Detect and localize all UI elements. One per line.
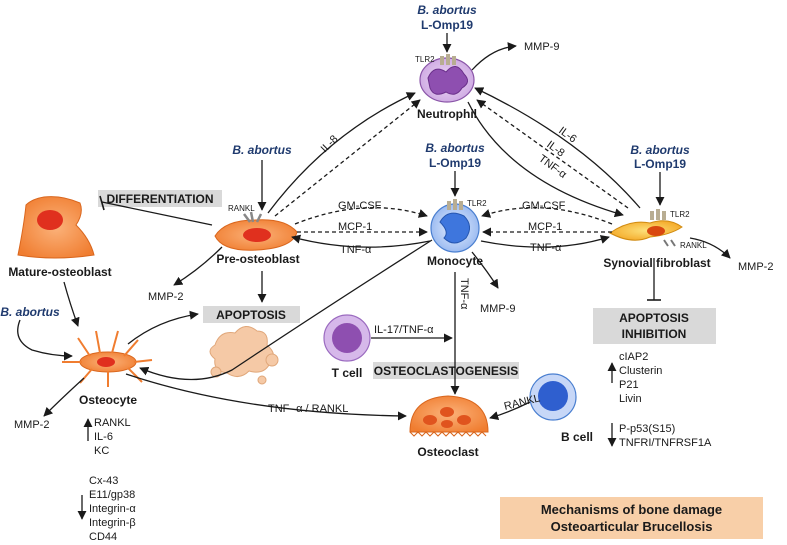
fibroblast-downregulated-list: P-p53(S15) TNFRI/TNFRSF1A [607,423,712,449]
mmp2-preosteoblast: MMP-2 [148,291,183,303]
summary-line-1: Mechanisms of bone damage [540,502,723,517]
svg-text:B. abortus: B. abortus [417,3,477,17]
monocyte-label: Monocyte [427,254,483,268]
svg-text:CD44: CD44 [89,531,117,543]
svg-text:IL-6: IL-6 [94,431,113,443]
svg-text:APOPTOSIS: APOPTOSIS [619,311,689,325]
summary-box: Mechanisms of bone damage Osteoarticular… [500,497,763,539]
rankl-fibroblast: RANKL [680,241,707,250]
apoptotic-cell [209,326,279,385]
il8-left: IL-8 [319,133,341,155]
rankl-preosteoblast: RANKL [228,204,255,213]
pathogen-osteocyte: B. abortus [0,305,60,319]
apoptosis-inhibition-box: APOPTOSIS INHIBITION [593,308,716,344]
tnfa-right: TNF-α [536,153,569,182]
il17-tnfa: IL-17/TNF-α [374,324,434,336]
osteocyte-cell [62,330,153,387]
svg-text:Livin: Livin [619,393,642,405]
tnfa-rankl: TNF- α / RANKL [268,403,348,415]
il6-right: IL-6 [556,125,578,146]
neutrophil-label: Neutrophil [417,107,477,121]
t-cell [323,314,371,362]
svg-text:B. abortus: B. abortus [630,143,690,157]
svg-text:Clusterin: Clusterin [619,365,662,377]
gmcsf-right: GM-CSF [522,200,566,212]
summary-line-2: Osteoarticular Brucellosis [550,519,713,534]
svg-text:L-Omp19: L-Omp19 [634,157,686,171]
apoptosis-box: APOPTOSIS [203,306,300,323]
svg-text:E11/gp38: E11/gp38 [89,489,135,501]
svg-text:Integrin-β: Integrin-β [89,517,136,529]
tlr2-monocyte: TLR2 [467,199,487,208]
synovial-fibroblast-label: Synovial fibroblast [603,256,710,270]
tlr2-neutrophil: TLR2 [415,55,435,64]
b-cell-label: B cell [561,430,593,444]
svg-text:INHIBITION: INHIBITION [622,327,687,341]
svg-text:APOPTOSIS: APOPTOSIS [216,308,286,322]
osteoclast-cell [409,395,489,437]
svg-text:KC: KC [94,445,109,457]
mcp1-right: MCP-1 [528,221,562,233]
pre-osteoblast-label: Pre-osteoblast [216,252,299,266]
mmp9-monocyte: MMP-9 [480,303,515,315]
mcp1-left: MCP-1 [338,221,372,233]
gmcsf-left: GM-CSF [338,200,382,212]
tnfa-left: TNF-α [340,244,372,256]
tnfa-fibro: TNF-α [530,242,562,254]
osteoclast-label: Osteoclast [417,445,478,459]
svg-text:P21: P21 [619,379,639,391]
pre-osteoblast-cell [214,211,298,251]
arrows [17,33,731,421]
svg-text:DIFFERENTIATION: DIFFERENTIATION [106,192,213,206]
svg-text:B. abortus: B. abortus [425,141,485,155]
osteoclastogenesis-box: OSTEOCLASTOGENESIS [373,362,519,379]
neutrophil-cell [419,54,475,103]
svg-text:cIAP2: cIAP2 [619,351,648,363]
svg-text:RANKL: RANKL [94,417,131,429]
b-cell [529,373,577,421]
mmp9-neutrophil: MMP-9 [524,41,559,53]
osteocyte-upregulated-list: RANKL IL-6 KC [83,417,131,457]
mmp2-osteocyte: MMP-2 [14,419,49,431]
svg-text:OSTEOCLASTOGENESIS: OSTEOCLASTOGENESIS [374,364,518,378]
osteocyte-downregulated-list: Cx-43 E11/gp38 Integrin-α Integrin-β CD4… [77,475,136,543]
svg-text:Integrin-α: Integrin-α [89,503,136,515]
svg-text:P-p53(S15): P-p53(S15) [619,423,675,435]
mmp2-fibroblast: MMP-2 [738,261,773,273]
osteocyte-label: Osteocyte [79,393,137,407]
differentiation-box: DIFFERENTIATION [98,190,222,207]
svg-text:L-Omp19: L-Omp19 [421,18,473,32]
mature-osteoblast-cell [17,196,95,259]
mature-osteoblast-label: Mature-osteoblast [8,265,111,279]
tnfa-vertical: TNF-α [458,278,470,310]
svg-text:Cx-43: Cx-43 [89,475,118,487]
monocyte-cell [430,199,480,253]
t-cell-label: T cell [332,366,363,380]
svg-text:L-Omp19: L-Omp19 [429,156,481,170]
fibroblast-upregulated-list: cIAP2 Clusterin P21 Livin [607,351,662,405]
tlr2-fibroblast: TLR2 [670,210,690,219]
pathogen-right: B. abortus L-Omp19 [630,143,690,171]
pathogen-left: B. abortus [232,143,292,157]
pathogen-top: B. abortus L-Omp19 [417,3,477,32]
synovial-fibroblast-cell [609,209,683,247]
pathogen-center: B. abortus L-Omp19 [425,141,485,170]
svg-text:TNFRI/TNFRSF1A: TNFRI/TNFRSF1A [619,437,712,449]
